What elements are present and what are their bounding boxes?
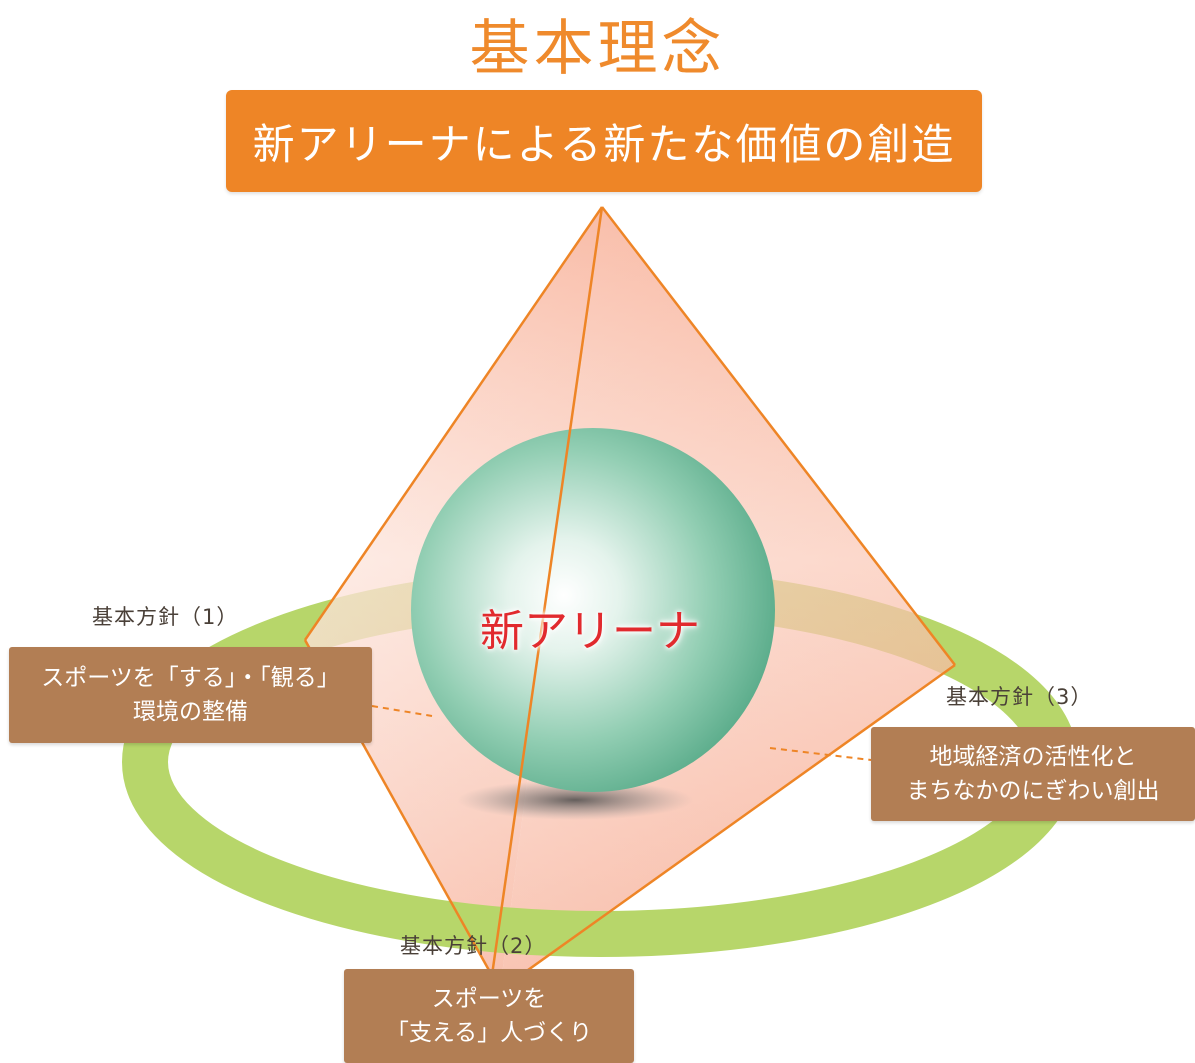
center-label: 新アリーナ — [480, 606, 700, 657]
policy-3-heading: 基本方針（3） — [946, 685, 1093, 709]
policy-2-box: スポーツを 「支える」人づくり — [344, 969, 634, 1063]
pyramid-edges — [303, 206, 956, 1011]
policy-1-line-1: スポーツを「する」・「観る」 — [41, 665, 340, 691]
sphere — [411, 428, 775, 792]
policy-2-line-1: スポーツを — [431, 986, 547, 1012]
policy-3-line-1: 地域経済の活性化と — [929, 744, 1137, 770]
policy-2-line-2: 「支える」人づくり — [385, 1020, 593, 1046]
policy-1-heading: 基本方針（1） — [92, 605, 239, 629]
policy-2-heading: 基本方針（2） — [400, 934, 547, 958]
policy-1-line-2: 環境の整備 — [133, 699, 248, 725]
policy-1-box: スポーツを「する」・「観る」 環境の整備 — [9, 647, 372, 743]
ring-front — [122, 761, 1078, 957]
main-title: 基本理念 — [469, 14, 726, 84]
policy-3-line-2: まちなかのにぎわい創出 — [906, 778, 1160, 804]
concept-text: 新アリーナによる新たな価値の創造 — [252, 119, 956, 169]
policy-3-box: 地域経済の活性化と まちなかのにぎわい創出 — [871, 727, 1195, 821]
connector-3 — [769, 747, 872, 761]
concept-banner: 新アリーナによる新たな価値の創造 — [226, 90, 982, 192]
